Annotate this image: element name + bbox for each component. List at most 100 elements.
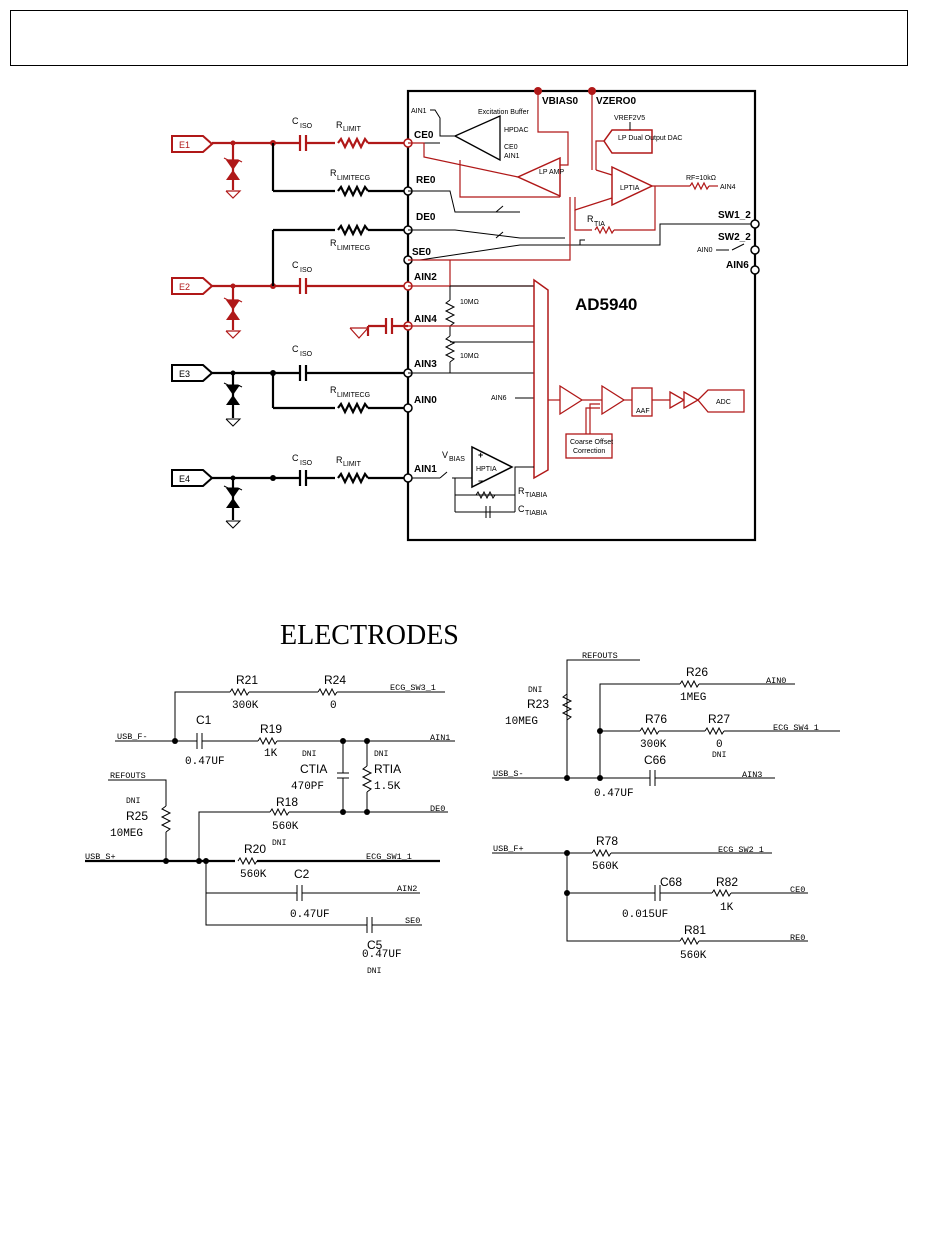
rlimitecg-sub-e2: LIMITECG — [337, 245, 370, 252]
net-refouts-right: REFOUTS — [582, 651, 618, 661]
pin-ain1: AIN1 — [414, 464, 437, 475]
rtiabia-sub: TIABIA — [525, 492, 548, 499]
r23-ref: R23 — [527, 697, 549, 711]
r27-val: 0 — [716, 739, 723, 751]
r21-val: 300K — [232, 700, 259, 712]
c1-ref: C1 — [196, 713, 212, 727]
r21-ref: R21 — [236, 673, 258, 687]
ain4-cap-ground — [349, 318, 408, 339]
pin-ain2: AIN2 — [414, 272, 437, 283]
net-ain3: AIN3 — [742, 770, 762, 780]
pin-de0: DE0 — [416, 212, 436, 223]
lp-amp-label: LP AMP — [539, 169, 564, 176]
net-ain2: AIN2 — [397, 884, 417, 894]
r76-val: 300K — [640, 739, 667, 751]
net-ecg-sw4: ECG_SW4_1 — [773, 723, 819, 733]
net-refouts-left: REFOUTS — [110, 771, 146, 781]
net-re0: RE0 — [790, 933, 805, 943]
rlimit-label-e1: R — [336, 120, 343, 130]
r82-val: 1K — [720, 902, 734, 914]
r20-ref: R20 — [244, 842, 266, 856]
r26-val: 1MEG — [680, 692, 706, 704]
c68-val: 0.015UF — [622, 909, 668, 921]
svg-text:−: − — [478, 476, 483, 486]
pin-vbias0: VBIAS0 — [542, 96, 579, 107]
rtia-sub: TIA — [594, 221, 605, 228]
hptia: HPTIA + − V BIAS R TIABIA C TIABIA — [412, 445, 548, 518]
tvs-diode-e3 — [223, 373, 243, 427]
header-box — [10, 10, 908, 66]
net-se0: SE0 — [405, 916, 420, 926]
lp-amp: LP AMP — [516, 156, 564, 198]
electrode-e1-label: E1 — [179, 140, 190, 150]
c5-ref: C5 — [367, 938, 383, 952]
pin-ce0: CE0 — [414, 130, 434, 141]
c66-val: 0.47UF — [594, 788, 634, 800]
rlimit-sub-e1: LIMIT — [343, 126, 362, 133]
c1-val: 0.47UF — [185, 756, 225, 768]
buf-ain1-label: AIN1 — [504, 153, 520, 160]
r19-val: 1K — [264, 748, 278, 760]
r23-dni: DNI — [528, 686, 542, 695]
correction-label: Correction — [573, 448, 605, 455]
c2-ref: C2 — [294, 867, 310, 881]
r20-val: 560K — [240, 869, 267, 881]
r18-dni: DNI — [272, 839, 286, 848]
pin-ain3: AIN3 — [414, 359, 437, 370]
adc-chain: AAF ADC Coarse Offset Correction — [548, 384, 745, 459]
lp-dac: LP Dual Output DAC VREF2V5 — [603, 115, 682, 154]
electrodes-schematic: ELECTRODES R21 300K R24 0 ECG_SW3_1 USB_… — [85, 620, 840, 976]
pin-sw2-2: SW2_2 — [718, 232, 751, 243]
c5-val: 0.47UF — [362, 949, 402, 961]
rlimitecg-sub-e1: LIMITECG — [337, 175, 370, 182]
rtia-label: R — [587, 214, 594, 224]
pin-ain6: AIN6 — [726, 260, 749, 271]
net-ain1: AIN1 — [430, 733, 450, 743]
r76-ref: R76 — [645, 712, 667, 726]
ciso-label-e1: C — [292, 116, 299, 126]
r25-ref: R25 — [126, 809, 148, 823]
buf-in-label: AIN1 — [411, 108, 427, 115]
ain6-label: AIN6 — [491, 395, 507, 402]
net-ecg-sw2: ECG_SW2_1 — [718, 845, 764, 855]
excitation-buffer-label: Excitation Buffer — [478, 109, 530, 116]
r25-dni: DNI — [126, 797, 140, 806]
ciso-label-e3: C — [292, 344, 299, 354]
c66-ref: C66 — [644, 753, 666, 767]
electrodes-title: ELECTRODES — [280, 620, 459, 651]
electrode-e2-label: E2 — [179, 282, 190, 292]
r81-ref: R81 — [684, 923, 706, 937]
aaf-label: AAF — [636, 408, 650, 415]
ciso-sub-e1: ISO — [300, 123, 313, 130]
net-ain0: AIN0 — [766, 676, 786, 686]
r10m-2-label: 10MΩ — [460, 353, 479, 360]
r25-val: 10MEG — [110, 828, 143, 840]
r23-val: 10MEG — [505, 716, 538, 728]
electrode-e2-connector: E2 — [171, 277, 214, 295]
pin-ain0: AIN0 — [414, 395, 437, 406]
r26-ref: R26 — [686, 665, 708, 679]
vbias-sub: BIAS — [449, 456, 465, 463]
r78-ref: R78 — [596, 834, 618, 848]
electrode-e3-connector: E3 — [171, 364, 214, 382]
coarse-label: Coarse Offset — [570, 439, 613, 446]
ctia-val: 470PF — [291, 781, 324, 793]
pin-sw1-2: SW1_2 — [718, 210, 751, 221]
vbias-label: V — [442, 450, 448, 460]
ad5940-block-diagram: AD5940 E1 C ISO R LIMIT R L — [171, 87, 760, 542]
c68-ref: C68 — [660, 875, 682, 889]
hpdac-label: HPDAC — [504, 127, 529, 134]
tvs-diode-e1 — [223, 143, 243, 199]
tvs-diode-e4 — [223, 478, 243, 529]
input-mux — [533, 278, 549, 480]
rlimit-label-e4: R — [336, 455, 343, 465]
rf-out-label: AIN4 — [720, 184, 736, 191]
net-usb-s-plus: USB_S+ — [85, 852, 116, 862]
pin-vzero0: VZERO0 — [596, 96, 636, 107]
net-usb-f-minus: USB_F- — [117, 732, 148, 742]
net-ecg-sw3: ECG_SW3_1 — [390, 683, 436, 693]
chip-outline — [406, 89, 757, 542]
electrode-e3-label: E3 — [179, 369, 190, 379]
r18-ref: R18 — [276, 795, 298, 809]
